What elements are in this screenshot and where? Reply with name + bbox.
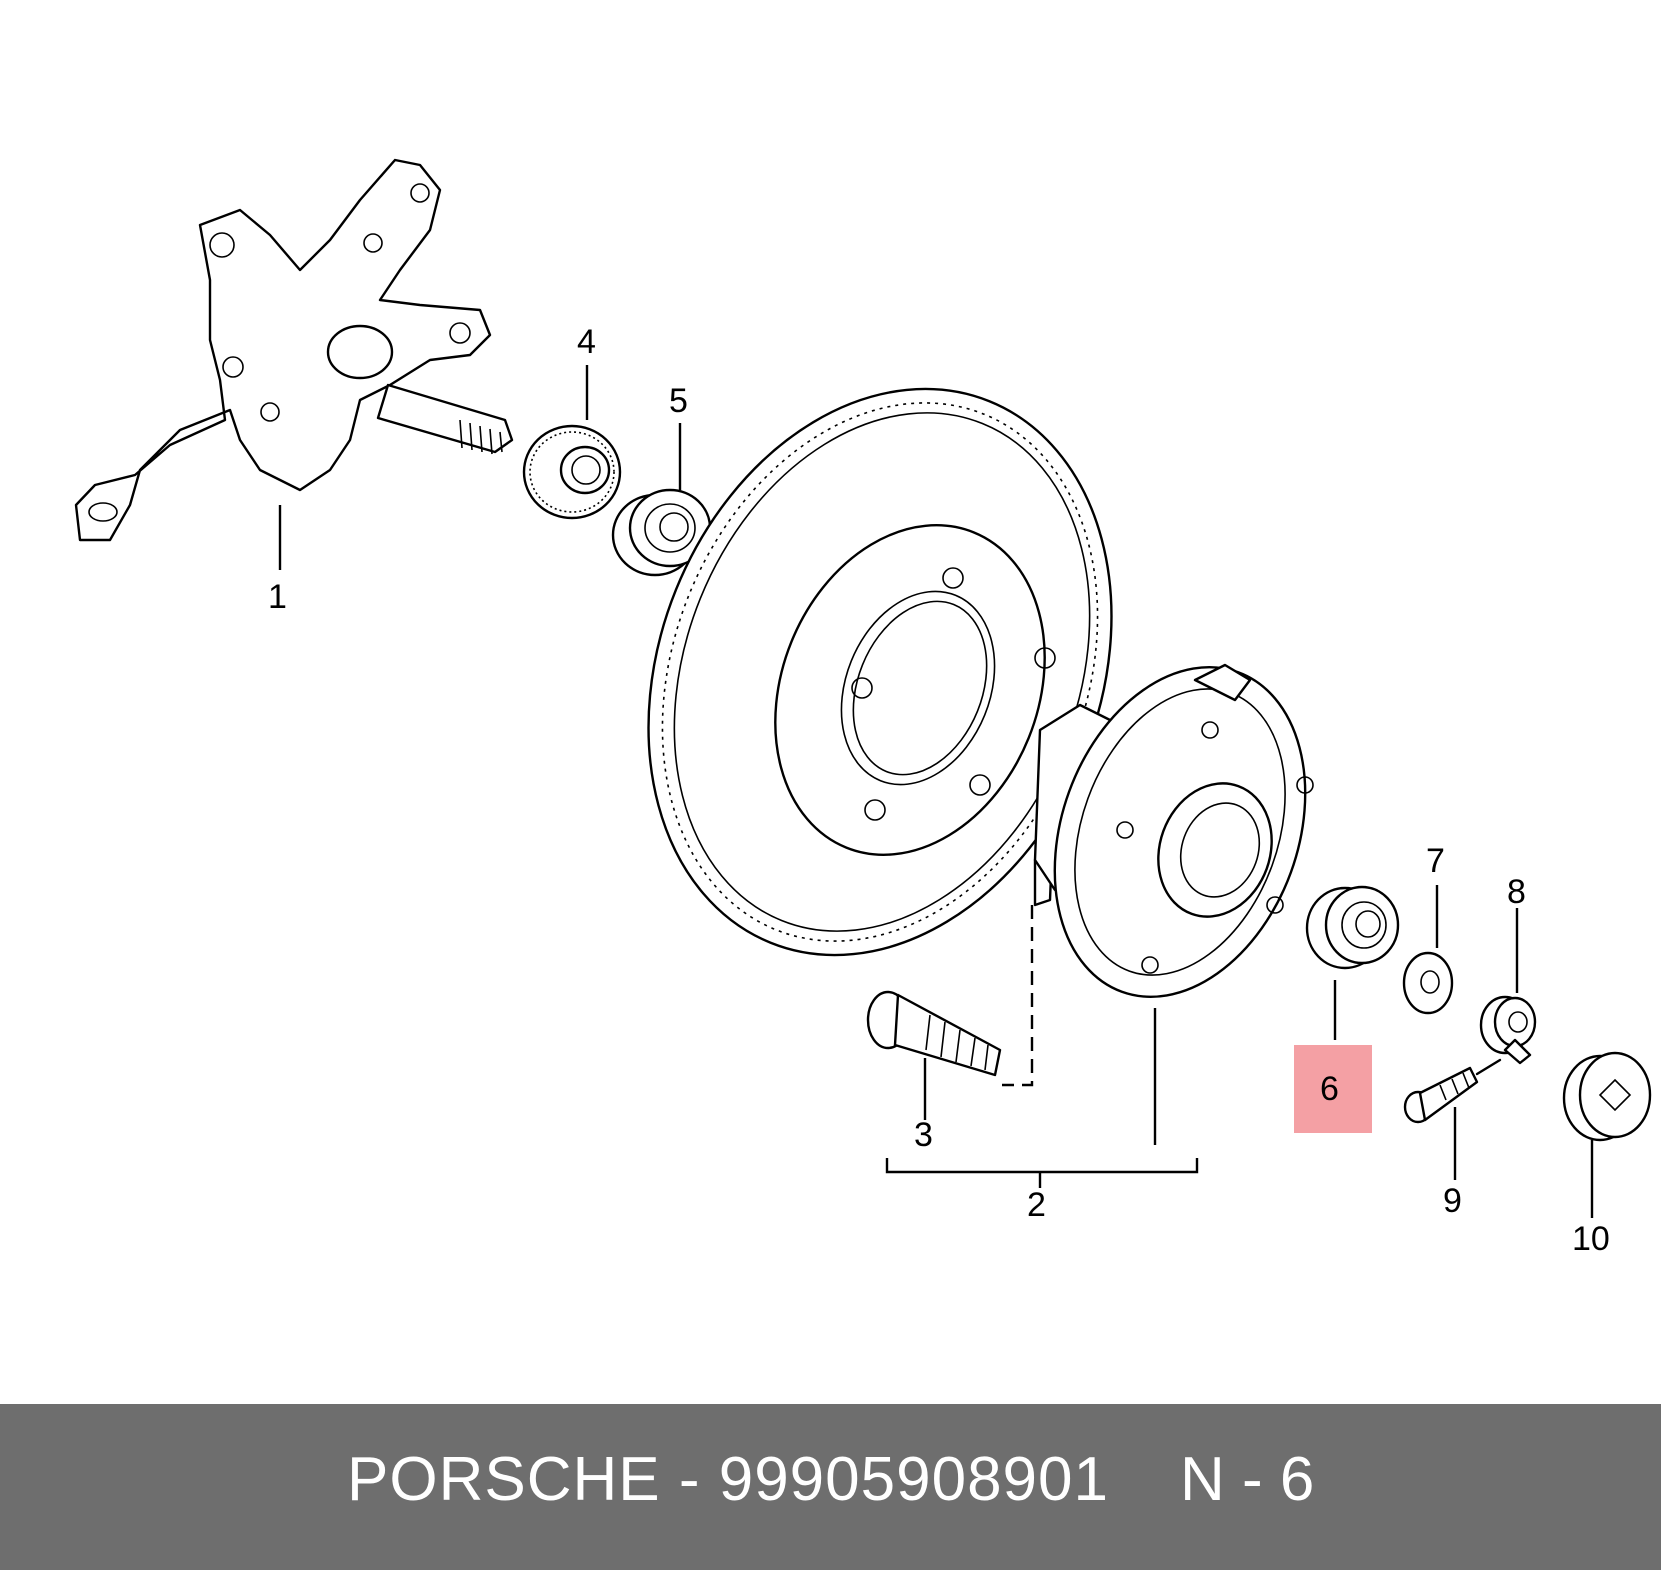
wheel-stud-drawing — [866, 990, 1002, 1077]
callout-8: 8 — [1507, 873, 1526, 911]
inner-bearing-drawing — [611, 488, 712, 577]
clamp-nut-drawing — [1479, 995, 1537, 1065]
callout-5: 5 — [669, 382, 688, 420]
callout-10: 10 — [1572, 1220, 1610, 1258]
outer-bearing-drawing — [1305, 885, 1400, 970]
callout-9: 9 — [1443, 1182, 1462, 1220]
thrust-washer-drawing — [1402, 951, 1454, 1015]
leader-lines — [278, 365, 1594, 1218]
seal-drawing — [522, 424, 622, 520]
callout-labels: 1 2 3 4 5 6 7 8 9 10 — [268, 323, 1610, 1258]
callout-2: 2 — [1027, 1186, 1046, 1224]
exploded-parts-diagram: 1 2 3 4 5 6 7 8 9 10 — [74, 158, 1652, 1258]
steering-knuckle-drawing — [74, 158, 514, 542]
footer-reference-number: N - 6 — [1180, 1445, 1315, 1514]
brake-disc-drawing — [647, 387, 1113, 957]
callout-7: 7 — [1426, 842, 1445, 880]
callout-highlight-box — [1294, 1045, 1372, 1133]
callout-4: 4 — [577, 323, 596, 361]
footer-brand-part-number: PORSCHE - 99905908901 — [347, 1445, 1110, 1514]
socket-screw-drawing — [1403, 1058, 1502, 1124]
footer-bar: PORSCHE - 99905908901 N - 6 — [0, 1404, 1661, 1570]
callout-1: 1 — [268, 578, 287, 616]
wheel-hub-drawing — [1033, 663, 1314, 998]
callout-3: 3 — [914, 1116, 933, 1154]
callout-6: 6 — [1320, 1070, 1339, 1108]
grease-cap-drawing — [1562, 1051, 1652, 1142]
